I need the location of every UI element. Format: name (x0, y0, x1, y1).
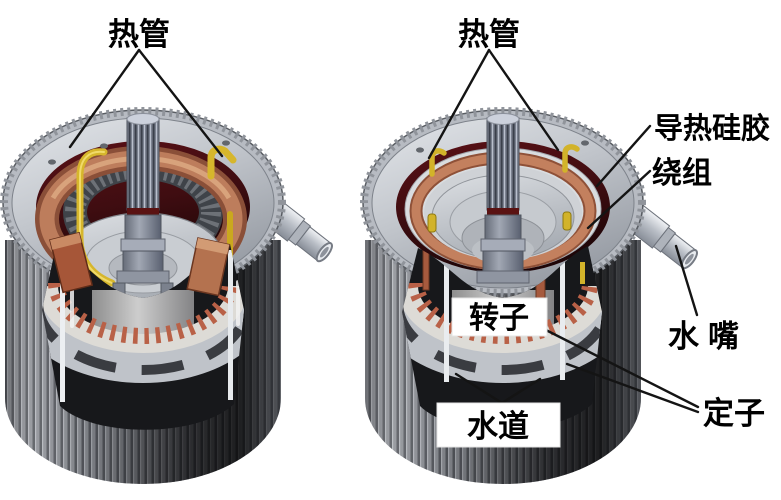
left-cut-groove-2 (236, 280, 240, 326)
right-stator-slots-copper (408, 282, 598, 344)
right-heat-pipe-stub-right (562, 211, 572, 231)
left-bolt-hole-3 (222, 140, 230, 146)
label-stator: 定子 (703, 396, 765, 431)
right-heat-pipe-section (580, 262, 585, 284)
right-cut-lining-2 (560, 250, 565, 380)
right-winding-section-left (422, 249, 430, 291)
leader-heatpipe-right-a (427, 48, 491, 160)
right-flange-scallop (360, 107, 646, 297)
leader-water-channel-b (500, 377, 542, 405)
leader-water-nozzle (674, 244, 699, 317)
label-rotor: 转子 (469, 302, 529, 335)
left-shaft (112, 113, 174, 296)
left-heat-pipe-right (207, 145, 237, 180)
left-heat-pipe-left-highlight (79, 150, 113, 284)
label-water-nozzle: 水嘴 (668, 319, 748, 354)
right-water-channel-slots (402, 301, 602, 375)
right-heat-pipe-stub-left (427, 213, 437, 233)
left-cut-groove-1 (70, 282, 74, 328)
left-winding-cut-block-left (49, 231, 94, 294)
left-bolt-hole-2 (100, 143, 108, 149)
label-water-channel: 水道 (467, 409, 529, 444)
right-bolt-hole-2 (581, 140, 589, 146)
left-cut-lining-1 (60, 252, 65, 402)
label-heat-pipe-left: 热管 (108, 17, 170, 52)
label-winding: 绕组 (652, 156, 712, 190)
leader-stator-b (565, 362, 700, 414)
left-winding-cut-block-right (186, 237, 231, 297)
right-motor-figure (360, 107, 698, 484)
left-motor-figure (0, 107, 333, 484)
leader-water-channel-a (454, 372, 504, 405)
left-cut-internals (42, 250, 244, 402)
left-water-channel-slots (42, 301, 244, 375)
water-channel-label-box: 水道 (436, 402, 561, 448)
leader-heatpipe-right-b (487, 48, 560, 152)
label-heat-pipe-right: 热管 (458, 17, 520, 52)
leader-stator-a (536, 324, 700, 409)
leader-thermal-silicone (595, 124, 652, 188)
right-heat-pipe-left (429, 148, 447, 177)
label-thermal-silicone: 导热硅胶 (654, 111, 770, 145)
leader-winding (586, 169, 652, 230)
left-stator-slots-copper (48, 282, 238, 344)
left-cut-lining-2 (228, 250, 233, 400)
leader-heatpipe-left-b (137, 48, 224, 158)
right-heat-pipe-right (562, 144, 580, 173)
right-shaft (476, 113, 530, 284)
right-stator-laminate-arc (402, 285, 602, 362)
rotor-label-box: 转子 (451, 297, 548, 337)
leader-heatpipe-left-a (68, 48, 141, 149)
left-bolt-hole-1 (48, 159, 56, 165)
right-bolt-hole-1 (416, 147, 424, 153)
right-cut-lining-1 (444, 252, 449, 382)
